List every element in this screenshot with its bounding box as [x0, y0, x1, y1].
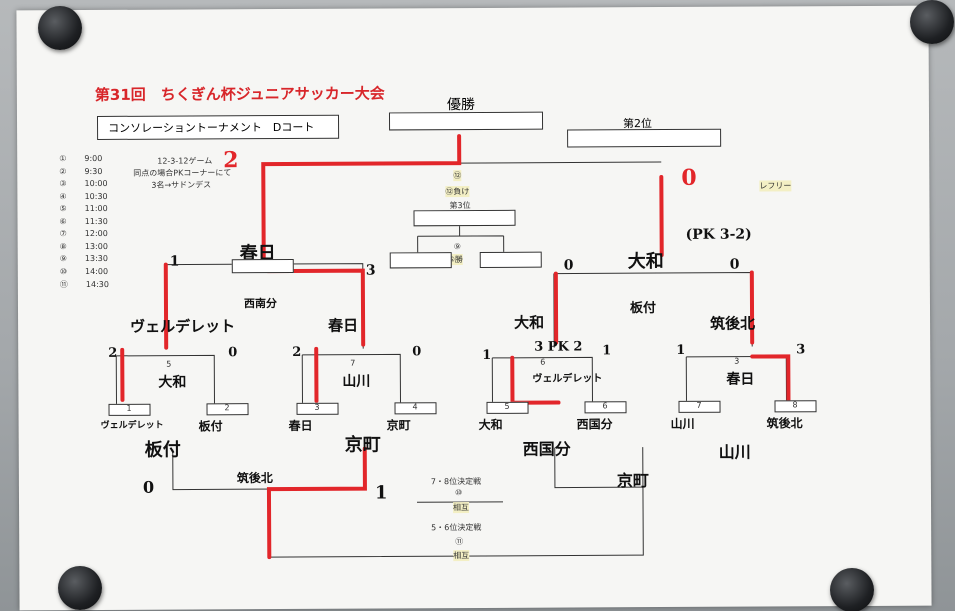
qf-score-left: 2	[108, 345, 118, 361]
lower-left-team-b: 京町	[344, 434, 381, 456]
qf-team: 筑後北	[710, 314, 756, 333]
qf-score-right: 1	[602, 343, 612, 359]
right-semi-winner: 大和	[627, 251, 664, 273]
qf-sub: 3 PK 2	[534, 339, 583, 355]
qf-winner: 春日	[726, 371, 755, 388]
r1-team: 筑後北	[766, 416, 803, 431]
bracket-lines	[115, 134, 791, 560]
r1-num: 5	[504, 401, 510, 411]
r1-num: 1	[126, 403, 132, 413]
right-semi-team: 板付	[629, 301, 657, 317]
qf-winner: 大和	[158, 374, 187, 391]
r1-team: ヴェルデレット	[100, 420, 164, 431]
qf-num: 5	[166, 359, 172, 369]
r1-team: 春日	[288, 418, 313, 433]
qf-score-left: 1	[482, 347, 492, 363]
place-56-label: 5・6位決定戦	[431, 522, 482, 533]
magnet-bottom-left	[58, 566, 102, 610]
lower-right-team-a: 西国分	[522, 439, 571, 459]
bracket-sheet: 第31回 ちくぎん杯ジュニアサッカー大会 コンソレーショントーナメント Dコート…	[16, 5, 932, 611]
lower-left-team-a: 板付	[144, 439, 181, 461]
r1-team: 京町	[386, 418, 411, 433]
r1-team: 西国分	[576, 417, 613, 432]
r1-num: 7	[696, 400, 702, 410]
r1-num: 6	[602, 401, 608, 411]
lower-right-winner: 京町	[616, 471, 649, 491]
r1-num: 8	[792, 400, 798, 410]
lower-left-score-l: 0	[142, 477, 155, 497]
magnet-top-left	[38, 6, 82, 50]
r1-num: 2	[224, 403, 230, 413]
r1-num: 3	[314, 402, 320, 412]
qf-num: 6	[540, 357, 546, 367]
lower-left-winner: 筑後北	[236, 471, 273, 486]
place-78-num: ⑩	[454, 488, 463, 498]
place-78-label: 7・8位決定戦	[430, 476, 482, 487]
place-56-note: 相互	[453, 550, 470, 562]
r1-team: 板付	[198, 419, 223, 434]
final-score-right: 0	[681, 164, 697, 191]
qf-team: 春日	[328, 316, 359, 335]
place-56-num: ⑪	[455, 537, 464, 547]
qf-num: 3	[734, 356, 740, 366]
magnet-top-right	[910, 0, 954, 44]
qf-score-left: 2	[292, 344, 302, 360]
semi-left-score-b: 3	[365, 262, 376, 279]
final-score-left: 2	[223, 147, 239, 174]
semi-left-score-a: 1	[169, 253, 180, 270]
left-semi-team: 西南分	[243, 297, 278, 311]
qf-team: ヴェルデレット	[130, 317, 236, 336]
qf-winner: ヴェルデレット	[532, 373, 603, 385]
r1-team: 山川	[670, 416, 695, 431]
place-78-note: 相互	[453, 502, 470, 514]
semi-right-score-a: 0	[563, 257, 574, 274]
pk-score: (PK 3-2)	[685, 226, 752, 243]
qf-num: 7	[350, 358, 356, 368]
qf-score-left: 1	[676, 342, 686, 358]
r1-num: 4	[412, 402, 418, 412]
qf-score-right: 3	[796, 342, 806, 358]
r1-team: 大和	[478, 417, 503, 432]
qf-team: 大和	[514, 313, 545, 332]
magnet-bottom-right	[830, 568, 874, 611]
qf-score-right: 0	[412, 344, 422, 360]
qf-winner: 山川	[342, 373, 371, 390]
lower-right-team-b: 山川	[718, 442, 751, 462]
lower-left-score-r: 1	[374, 482, 388, 504]
semi-right-score-b: 0	[729, 256, 740, 273]
qf-score-right: 0	[228, 345, 238, 361]
left-semi-box	[231, 258, 294, 274]
